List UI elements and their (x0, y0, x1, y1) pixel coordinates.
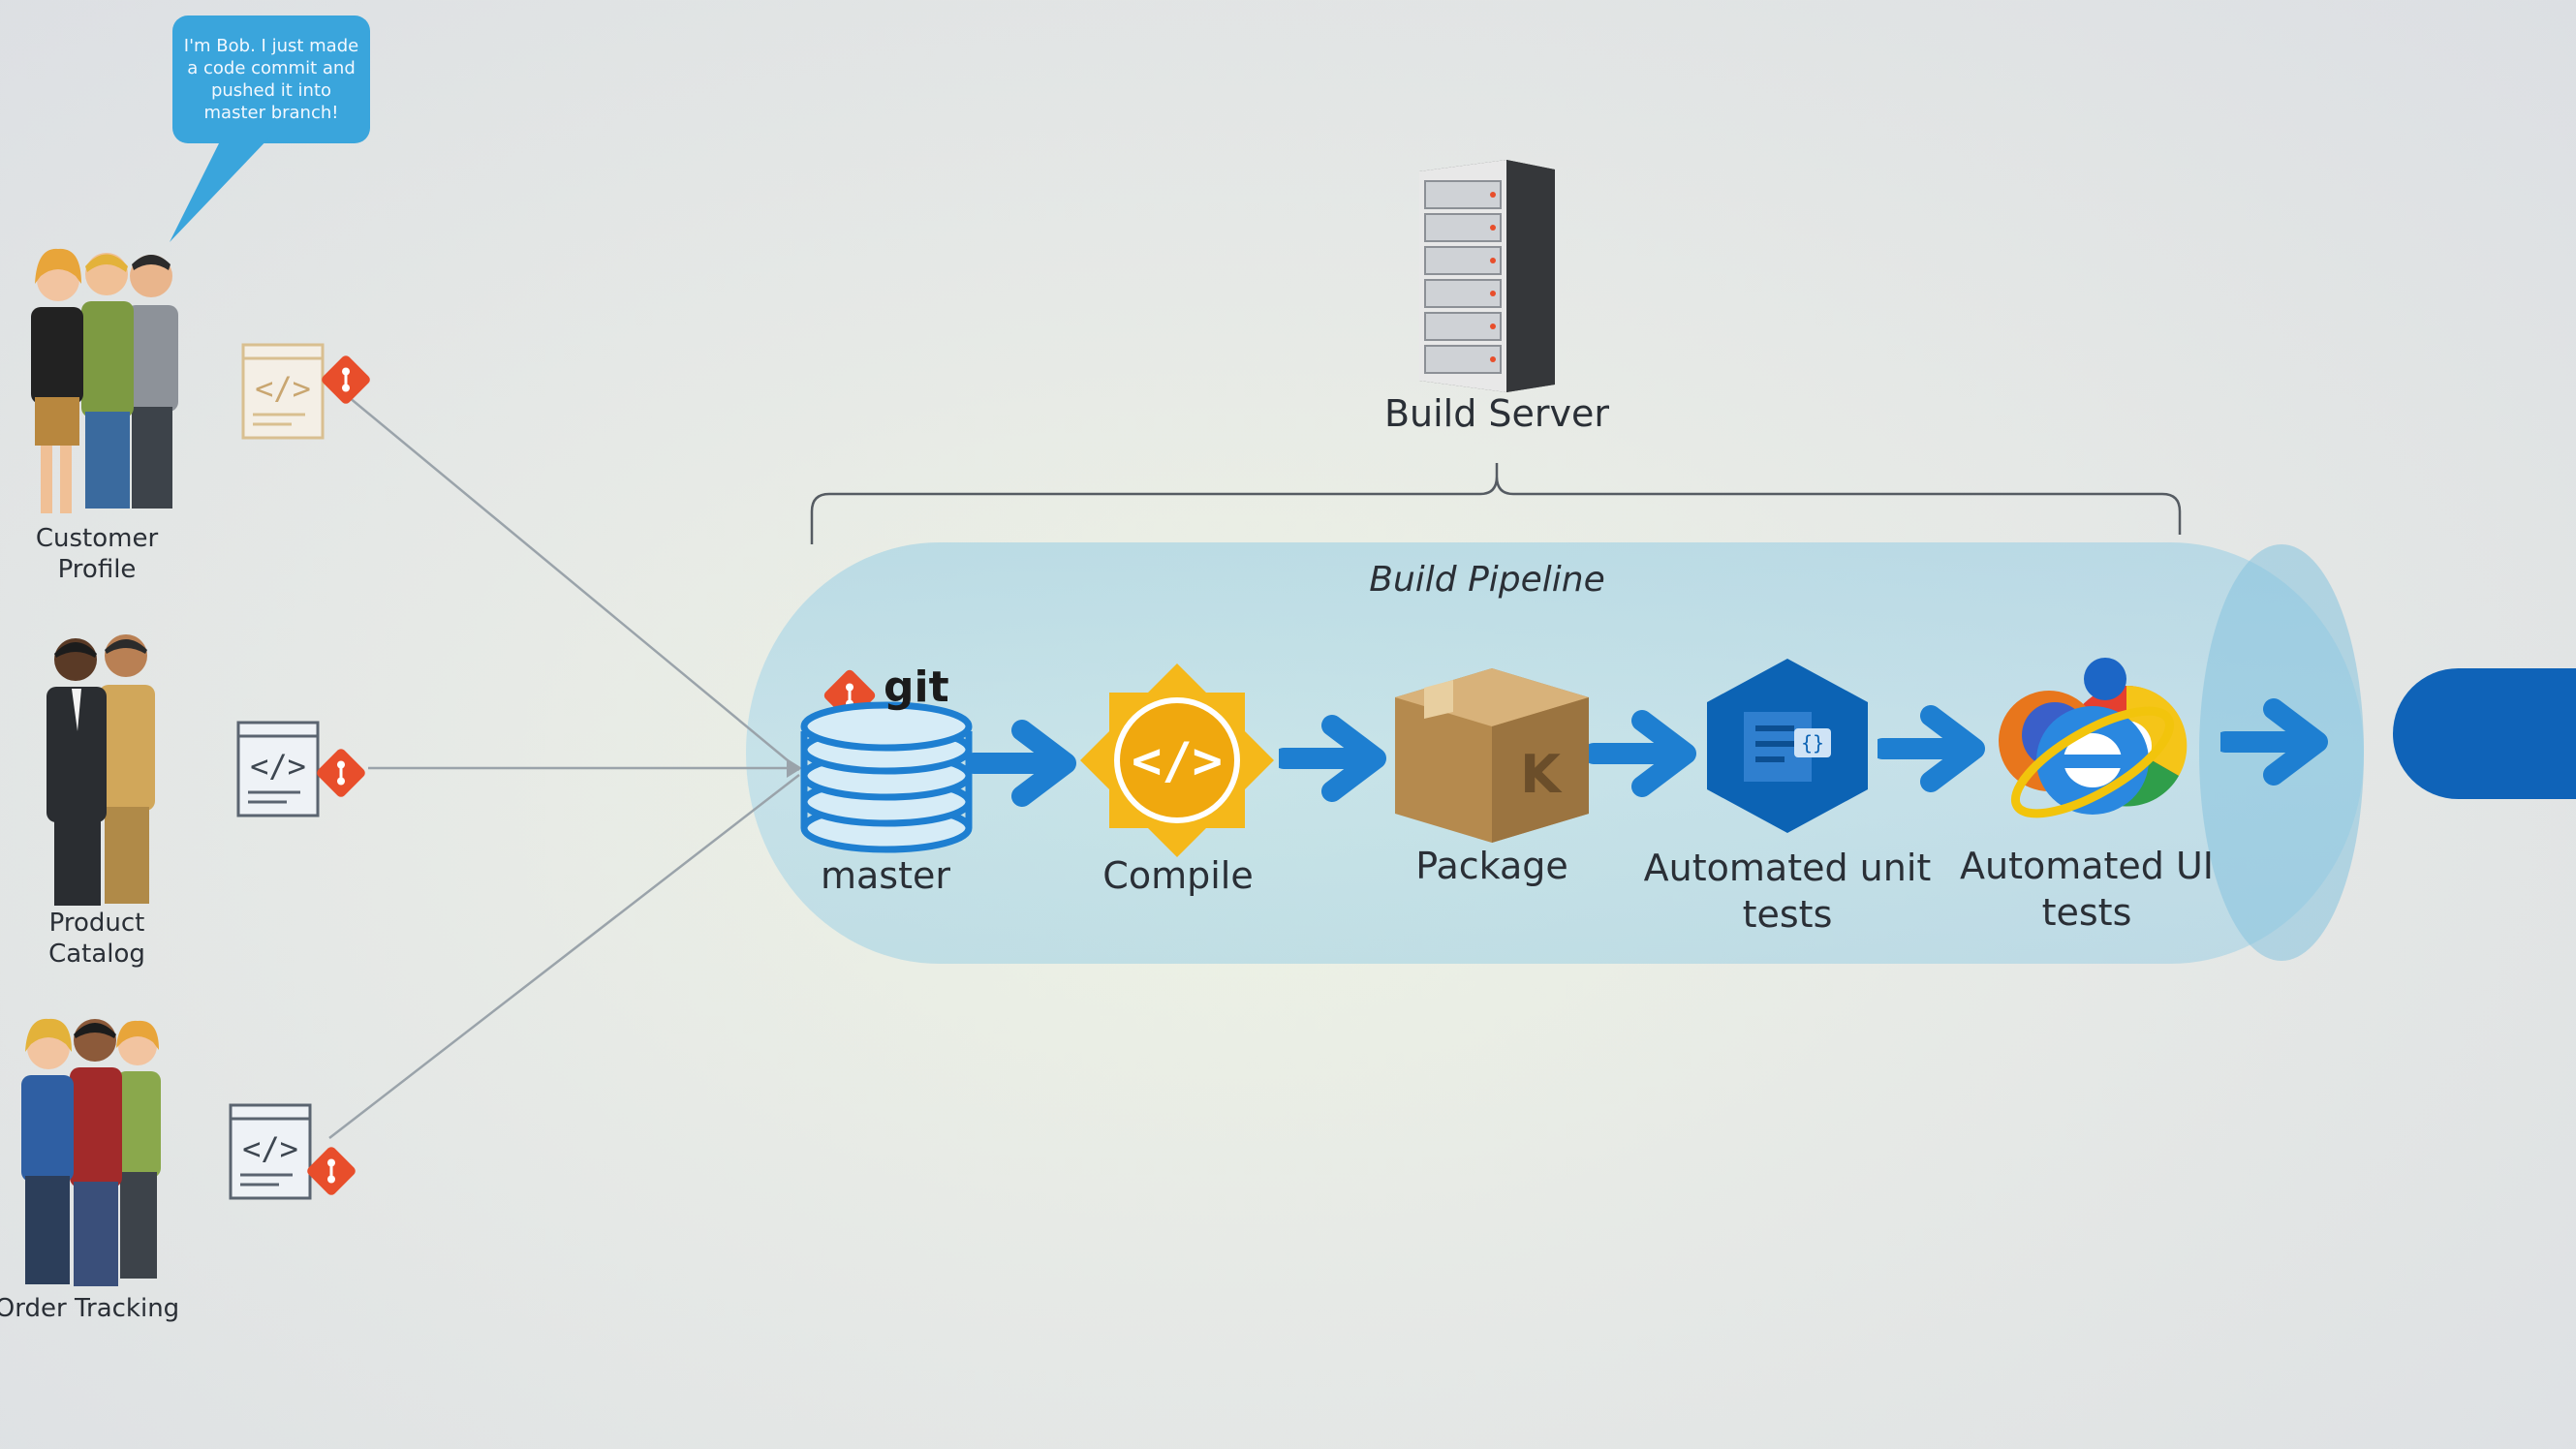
next-stage-block (2393, 668, 2576, 799)
package-icon: K (1395, 668, 1589, 843)
team-label-order-tracking: Order Tracking (0, 1294, 180, 1323)
people-icon (47, 634, 155, 906)
svg-text:{}: {} (1801, 731, 1824, 755)
arrow-right-icon (2220, 698, 2328, 786)
people-icon (31, 248, 178, 513)
pipeline-title: Build Pipeline (1369, 560, 1605, 600)
arrow-right-icon (1589, 710, 1696, 797)
server-icon (1419, 160, 1555, 392)
arrow-right-icon (969, 720, 1076, 807)
stage-label-master: master (820, 854, 950, 897)
arrow-right-icon (1878, 705, 1985, 792)
code-file-icon: </> (236, 721, 365, 817)
speech-bubble-icon (170, 136, 271, 242)
people-icon (21, 1018, 161, 1286)
svg-text:</>: </> (255, 370, 311, 407)
speech-bubble: I'm Bob. I just made a code commit and p… (172, 15, 370, 143)
code-file-icon: </> (229, 1103, 356, 1200)
stage-label-compile: Compile (1102, 854, 1254, 897)
compile-icon: </> (1080, 663, 1274, 857)
svg-text:</>: </> (242, 1130, 298, 1167)
build-server-label: Build Server (1383, 392, 1610, 435)
git-icon (322, 355, 370, 404)
code-file-icon: </> (241, 343, 370, 440)
git-logo-text: git (884, 663, 949, 712)
svg-text:K: K (1520, 744, 1563, 805)
browsers-icon (1999, 658, 2188, 818)
unit-test-icon: {} (1707, 659, 1868, 833)
arrow-right-icon (1279, 715, 1386, 802)
database-icon (800, 669, 973, 853)
git-icon (307, 1147, 356, 1195)
bubble-text: I'm Bob. I just made a code commit and p… (183, 36, 359, 123)
git-icon (317, 749, 365, 797)
stage-label-package: Package (1415, 845, 1568, 887)
svg-text:</>: </> (250, 748, 306, 785)
server-brace (810, 463, 2182, 544)
team-label-customer-profile: Customer Profile (35, 524, 159, 584)
stage-label-unit-tests: Automated unit tests (1643, 847, 1932, 936)
team-label-product-catalog: Product Catalog (48, 909, 145, 969)
stage-label-ui-tests: Automated UI tests (1959, 845, 2215, 934)
svg-text:</>: </> (1132, 732, 1223, 790)
